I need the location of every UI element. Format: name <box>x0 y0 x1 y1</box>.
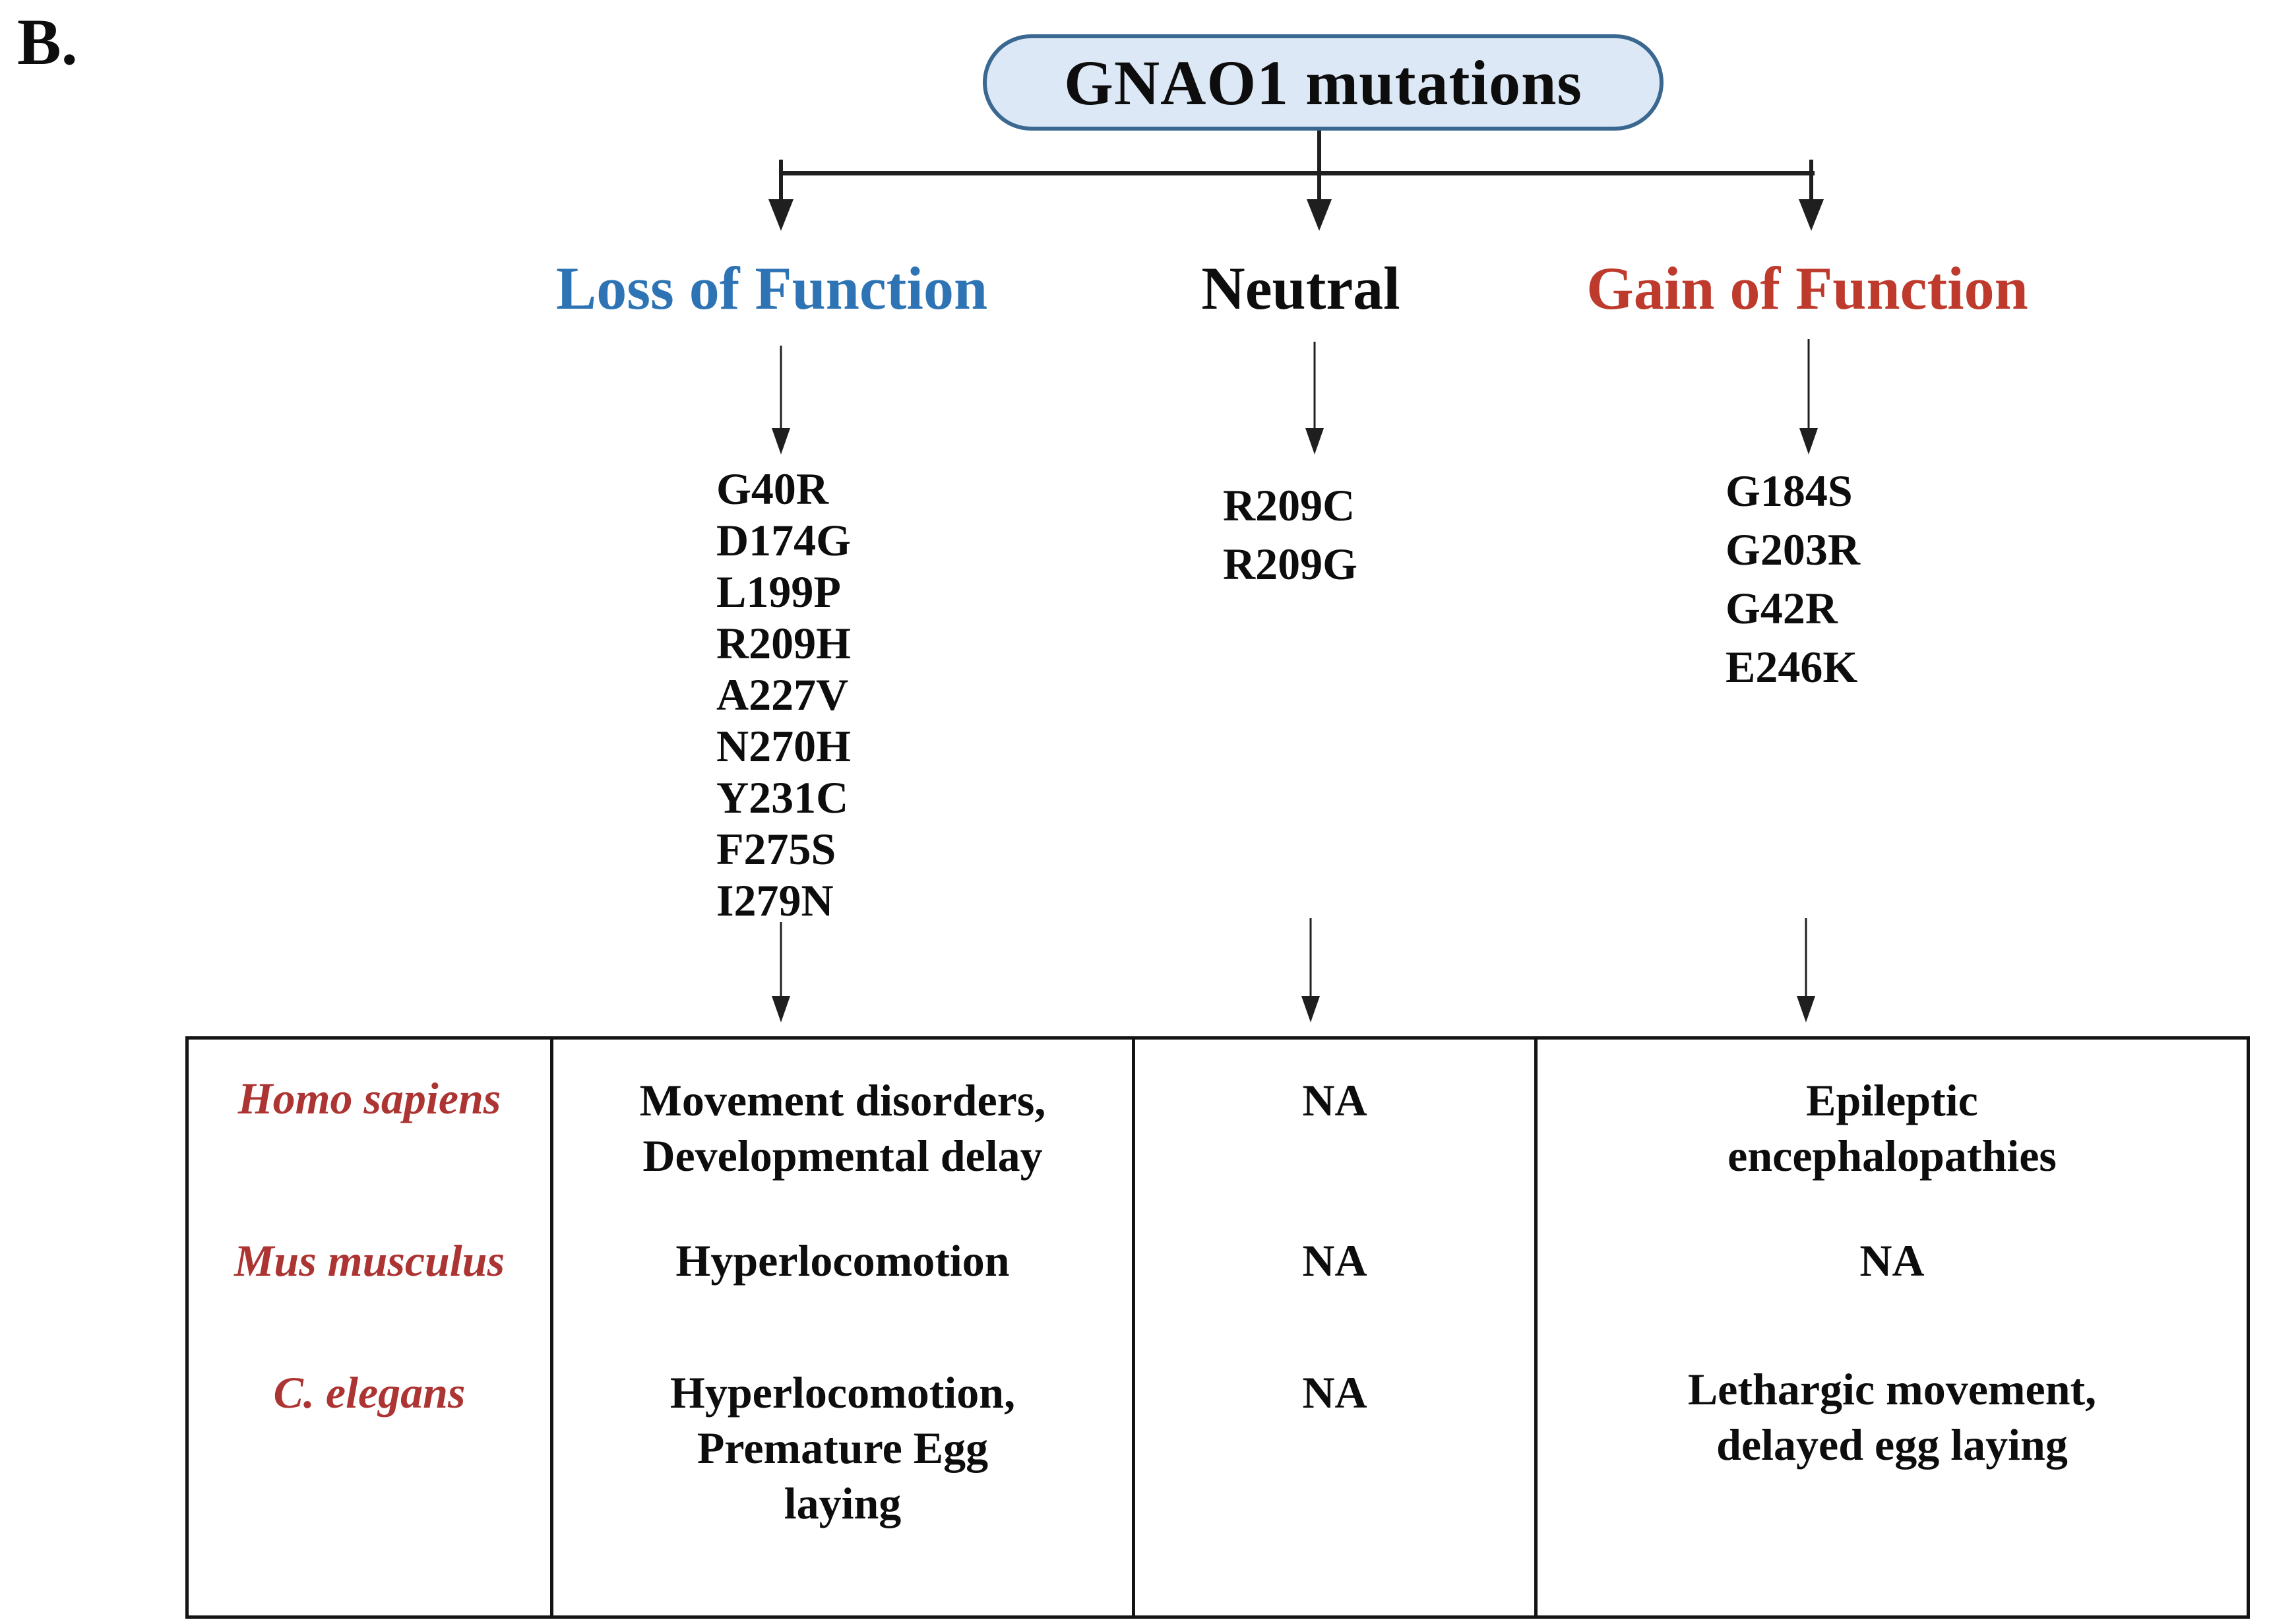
species-homo-sapiens: Homo sapiens <box>237 1073 501 1123</box>
cell-gof-c-elegans: Lethargic movement, delayed egg laying <box>1687 1364 2097 1470</box>
arrow-down-to-lof-heading <box>768 160 793 231</box>
phenotype-table: Homo sapiens Mus musculus C. elegans Mov… <box>185 1036 2250 1619</box>
root-node-title: GNAO1 mutations <box>1064 47 1582 118</box>
arrow-shaft <box>1317 175 1321 202</box>
arrow-head-icon <box>1799 199 1824 231</box>
heading-neutral: Neutral <box>1201 255 1400 322</box>
heading-gain-of-function: Gain of Function <box>1586 255 2028 322</box>
arrow-gof-to-table <box>1797 918 1815 1022</box>
mutation-item: Y231C <box>716 772 849 823</box>
table-divider-3 <box>1534 1040 1538 1615</box>
arrow-head-icon <box>1307 199 1332 231</box>
arrow-lof-to-mutations <box>772 346 790 454</box>
mutation-item: L199P <box>716 567 841 617</box>
arrow-head-icon <box>1799 428 1818 454</box>
mutation-item: G184S <box>1726 466 1853 516</box>
panel-label: B. <box>17 5 78 78</box>
species-c-elegans: C. elegans <box>273 1367 466 1418</box>
cell-neutral-c-elegans: NA <box>1302 1367 1367 1418</box>
cell-gof-mus-musculus: NA <box>1859 1235 1925 1286</box>
lof-mutation-list: G40R D174G L199P R209H A227V N270H Y231C… <box>716 463 851 926</box>
arrow-shaft <box>1805 918 1807 997</box>
mutation-item: D174G <box>716 515 851 565</box>
root-connector-line <box>1317 131 1321 174</box>
arrow-shaft <box>1809 160 1813 202</box>
mutation-item: G203R <box>1726 524 1860 575</box>
arrow-shaft <box>779 160 783 202</box>
neutral-mutation-list: R209C R209G <box>1223 476 1357 594</box>
arrow-shaft <box>1807 339 1810 429</box>
arrow-head-icon <box>1301 996 1320 1022</box>
mutation-item: E246K <box>1726 642 1858 692</box>
mutation-item: R209H <box>716 618 851 668</box>
mutation-item: F275S <box>716 824 836 874</box>
arrow-shaft <box>1313 342 1316 429</box>
cell-neutral-mus-musculus: NA <box>1302 1235 1367 1286</box>
heading-loss-of-function: Loss of Function <box>555 255 988 322</box>
arrow-head-icon <box>772 428 790 454</box>
gof-mutation-list: G184S G203R G42R E246K <box>1726 462 1860 697</box>
arrow-lof-to-table <box>772 922 790 1022</box>
table-divider-2 <box>1132 1040 1135 1615</box>
cell-neutral-homo-sapiens: NA <box>1302 1075 1367 1125</box>
cell-lof-mus-musculus: Hyperlocomotion <box>675 1235 1010 1286</box>
arrow-shaft <box>780 922 782 997</box>
arrow-shaft <box>780 346 782 429</box>
arrow-head-icon <box>1305 428 1324 454</box>
mutation-item: R209C <box>1223 480 1355 530</box>
table-divider-1 <box>550 1040 553 1615</box>
arrow-head-icon <box>768 199 793 231</box>
arrow-head-icon <box>1797 996 1815 1022</box>
arrow-shaft <box>1309 918 1312 997</box>
arrow-down-to-gof-heading <box>1799 160 1824 231</box>
branch-horizontal-line <box>779 171 1815 175</box>
arrow-neutral-to-mutations <box>1305 342 1324 454</box>
mutation-item: G40R <box>716 464 828 514</box>
arrow-head-icon <box>772 996 790 1022</box>
mutation-item: R209G <box>1223 539 1357 589</box>
species-mus-musculus: Mus musculus <box>233 1235 505 1286</box>
mutation-item: N270H <box>716 721 851 771</box>
mutation-item: A227V <box>716 670 849 720</box>
cell-gof-homo-sapiens: Epileptic encephalopathies <box>1727 1075 2057 1181</box>
arrow-down-to-neutral-heading <box>1307 175 1332 231</box>
cell-lof-c-elegans: Hyperlocomotion, Premature Egg laying <box>669 1367 1016 1528</box>
mutation-item: I279N <box>716 875 834 925</box>
arrow-neutral-to-table <box>1301 918 1320 1022</box>
cell-lof-homo-sapiens: Movement disorders, Developmental delay <box>639 1075 1046 1181</box>
gnao1-mutations-node: GNAO1 mutations <box>983 34 1664 131</box>
mutation-item: G42R <box>1726 583 1838 633</box>
arrow-gof-to-mutations <box>1799 339 1818 454</box>
